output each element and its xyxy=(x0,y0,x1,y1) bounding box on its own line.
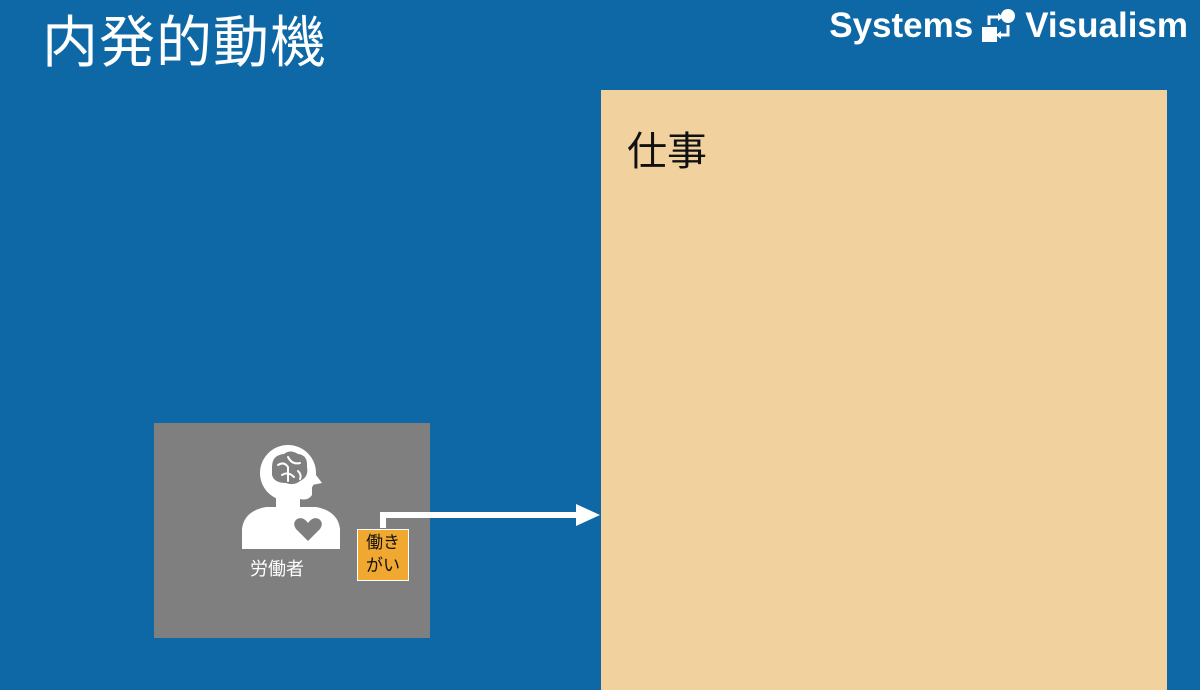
brand-logo: Systems Visualism xyxy=(829,4,1188,48)
motivation-tag: 働きがい xyxy=(357,529,409,581)
systems-flow-icon xyxy=(982,9,1016,42)
job-box: 仕事 xyxy=(601,90,1167,690)
person-brain-heart-icon xyxy=(242,445,340,549)
brand-right-word: Visualism xyxy=(1025,6,1188,45)
worker-label: 労働者 xyxy=(250,559,304,580)
worker-label-row: 労働者 xyxy=(154,555,430,581)
page-title: 内発的動機 xyxy=(42,11,327,76)
job-label: 仕事 xyxy=(627,129,707,175)
worker-box: 労働者 働きがい xyxy=(154,423,430,638)
brand-left-word: Systems xyxy=(829,6,974,45)
